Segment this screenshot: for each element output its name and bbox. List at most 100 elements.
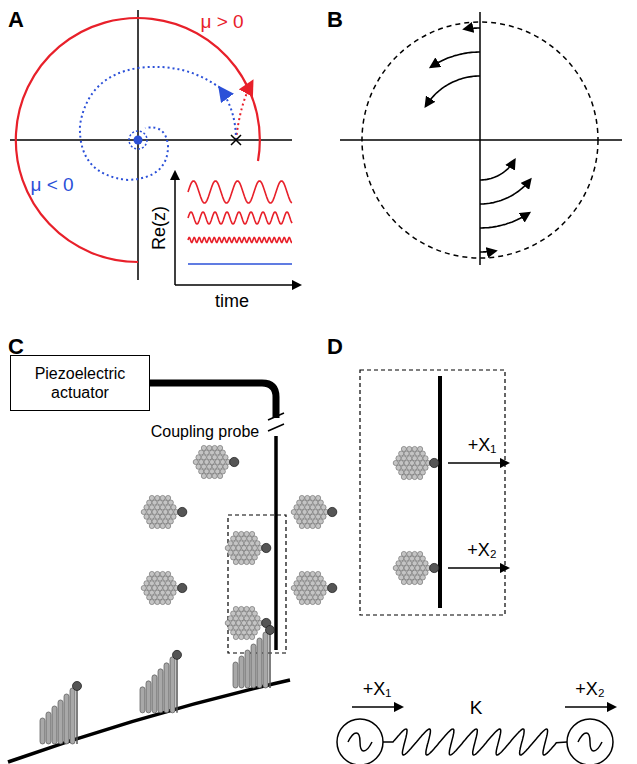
stereocilium [218, 455, 223, 460]
displacement-label: +X₂ [575, 680, 605, 700]
stereocilium [404, 575, 409, 580]
stereocilium [233, 634, 238, 639]
stereocilium [407, 561, 412, 566]
stereocilium [404, 460, 409, 465]
stereocilium [250, 550, 255, 555]
kinocilium [230, 457, 239, 466]
stereocilium [255, 625, 260, 630]
stereocilium [141, 585, 146, 590]
stereocilium [231, 555, 236, 560]
stereocilium [201, 445, 206, 450]
stereocilium [418, 561, 423, 566]
stereocilium [149, 581, 154, 586]
stereocilium [420, 556, 425, 561]
stereocilium [201, 473, 206, 478]
stereocilium [297, 519, 302, 524]
actuator-box: Piezoelectric actuator [10, 355, 150, 411]
stereocilium [418, 570, 423, 575]
stereocilium [157, 500, 162, 505]
stereocilium [252, 630, 257, 635]
stereocilium [163, 500, 168, 505]
stereocilium [147, 500, 152, 505]
stereocilium [423, 465, 428, 470]
stereocilium [401, 446, 406, 451]
stereocilium [155, 523, 160, 528]
stereocilium [409, 565, 414, 570]
stereocilium [199, 459, 204, 464]
stereocilium [166, 590, 171, 595]
stereocilium [297, 585, 302, 590]
stereocilium [163, 585, 168, 590]
displacement-label: +X₂ [467, 541, 497, 561]
stereocilium [157, 576, 162, 581]
stereocilium [299, 581, 304, 586]
stereocilium [149, 599, 154, 604]
stereocilium [40, 718, 45, 744]
kinocilium [76, 688, 78, 744]
stereocilium [244, 625, 249, 630]
stereocilium [223, 455, 228, 460]
stereocilium [321, 590, 326, 595]
stereocilium [170, 657, 175, 713]
stereocilium [141, 509, 146, 514]
flow-arrows [426, 28, 531, 252]
stereocilium [294, 505, 299, 510]
stereocilium [316, 523, 321, 528]
stereocilium [247, 536, 252, 541]
stereocilium [239, 616, 244, 621]
stereocilium [412, 465, 417, 470]
stereocilium [239, 656, 244, 688]
stereocilium [401, 474, 406, 479]
stereocilium [223, 464, 228, 469]
stereocilium [193, 459, 198, 464]
stereocilium [236, 536, 241, 541]
stereocilium [239, 550, 244, 555]
stereocilium [212, 473, 217, 478]
stereocilium [207, 464, 212, 469]
stereocilium [155, 514, 160, 519]
stereocilium [233, 550, 238, 555]
stereocilium [318, 500, 323, 505]
stereocilium [149, 523, 154, 528]
stereocilium [209, 450, 214, 455]
stereocilium [152, 519, 157, 524]
stereocilium [215, 469, 220, 474]
stereocilium [316, 599, 321, 604]
stereocilium [407, 579, 412, 584]
stereocilium [305, 581, 310, 586]
stereocilium [316, 495, 321, 500]
kinocilium [430, 563, 439, 572]
stereocilium [236, 545, 241, 550]
stereocilium [228, 625, 233, 630]
stereocilium [220, 459, 225, 464]
stereocilium [420, 470, 425, 475]
stereocilium [241, 630, 246, 635]
stereocilium [407, 446, 412, 451]
stereocilium [244, 550, 249, 555]
stereocilium [407, 456, 412, 461]
stereocilium [263, 632, 268, 688]
stereocilium [299, 571, 304, 576]
stereocilium [244, 531, 249, 536]
stereocilium [423, 456, 428, 461]
stereocilium [228, 550, 233, 555]
stereocilium [297, 500, 302, 505]
stereocilium [233, 531, 238, 536]
stereocilium [152, 509, 157, 514]
stereocilium [168, 500, 173, 505]
stereocilium [152, 595, 157, 600]
stereocilium [418, 465, 423, 470]
stereocilium [215, 459, 220, 464]
phase-plane-b [340, 12, 622, 265]
stereocilium [70, 688, 75, 744]
stereocilium [212, 445, 217, 450]
stereocilium [307, 595, 312, 600]
stereocilium [305, 523, 310, 528]
stereocilium [299, 523, 304, 528]
stereocilium [233, 616, 238, 621]
stereocilium [401, 456, 406, 461]
stereocilium [160, 523, 165, 528]
stereocilium [160, 590, 165, 595]
stereocilium [252, 611, 257, 616]
stereocilium [305, 495, 310, 500]
